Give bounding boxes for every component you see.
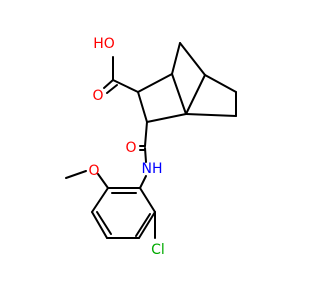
amide-carbonyl-oxygen-label: O	[125, 140, 136, 156]
bond	[204, 74, 237, 93]
bond	[106, 84, 118, 94]
hydroxyl-label: HO	[93, 36, 115, 52]
bond	[91, 187, 109, 213]
structure-drawing: HO O O NH O Cl	[0, 0, 300, 300]
bond	[138, 211, 156, 239]
bond	[171, 73, 187, 115]
bond	[91, 211, 108, 239]
atom-labels: HO O O NH O Cl	[88, 36, 164, 258]
acid-carbonyl-oxygen-label: O	[92, 88, 103, 104]
bond	[135, 213, 151, 237]
bond	[146, 113, 187, 123]
chlorine-label: Cl	[151, 242, 165, 258]
bond	[139, 187, 156, 213]
bond	[185, 113, 237, 117]
canvas-clear	[0, 0, 300, 300]
bond	[144, 121, 148, 147]
bond	[103, 79, 114, 89]
skeleton	[0, 0, 300, 300]
bond	[171, 42, 181, 75]
bond	[65, 170, 87, 179]
methoxy-oxygen-label: O	[88, 163, 99, 179]
bond	[144, 147, 147, 163]
amide-nitrogen-label: NH	[142, 161, 163, 177]
bond	[96, 211, 112, 235]
bond	[137, 73, 173, 93]
bond	[97, 173, 109, 189]
bond	[185, 74, 206, 115]
bond	[179, 42, 206, 76]
bond	[137, 91, 148, 123]
bond	[139, 175, 147, 189]
bond	[112, 79, 139, 93]
molecule-canvas: HO O O NH O Cl	[0, 0, 300, 300]
